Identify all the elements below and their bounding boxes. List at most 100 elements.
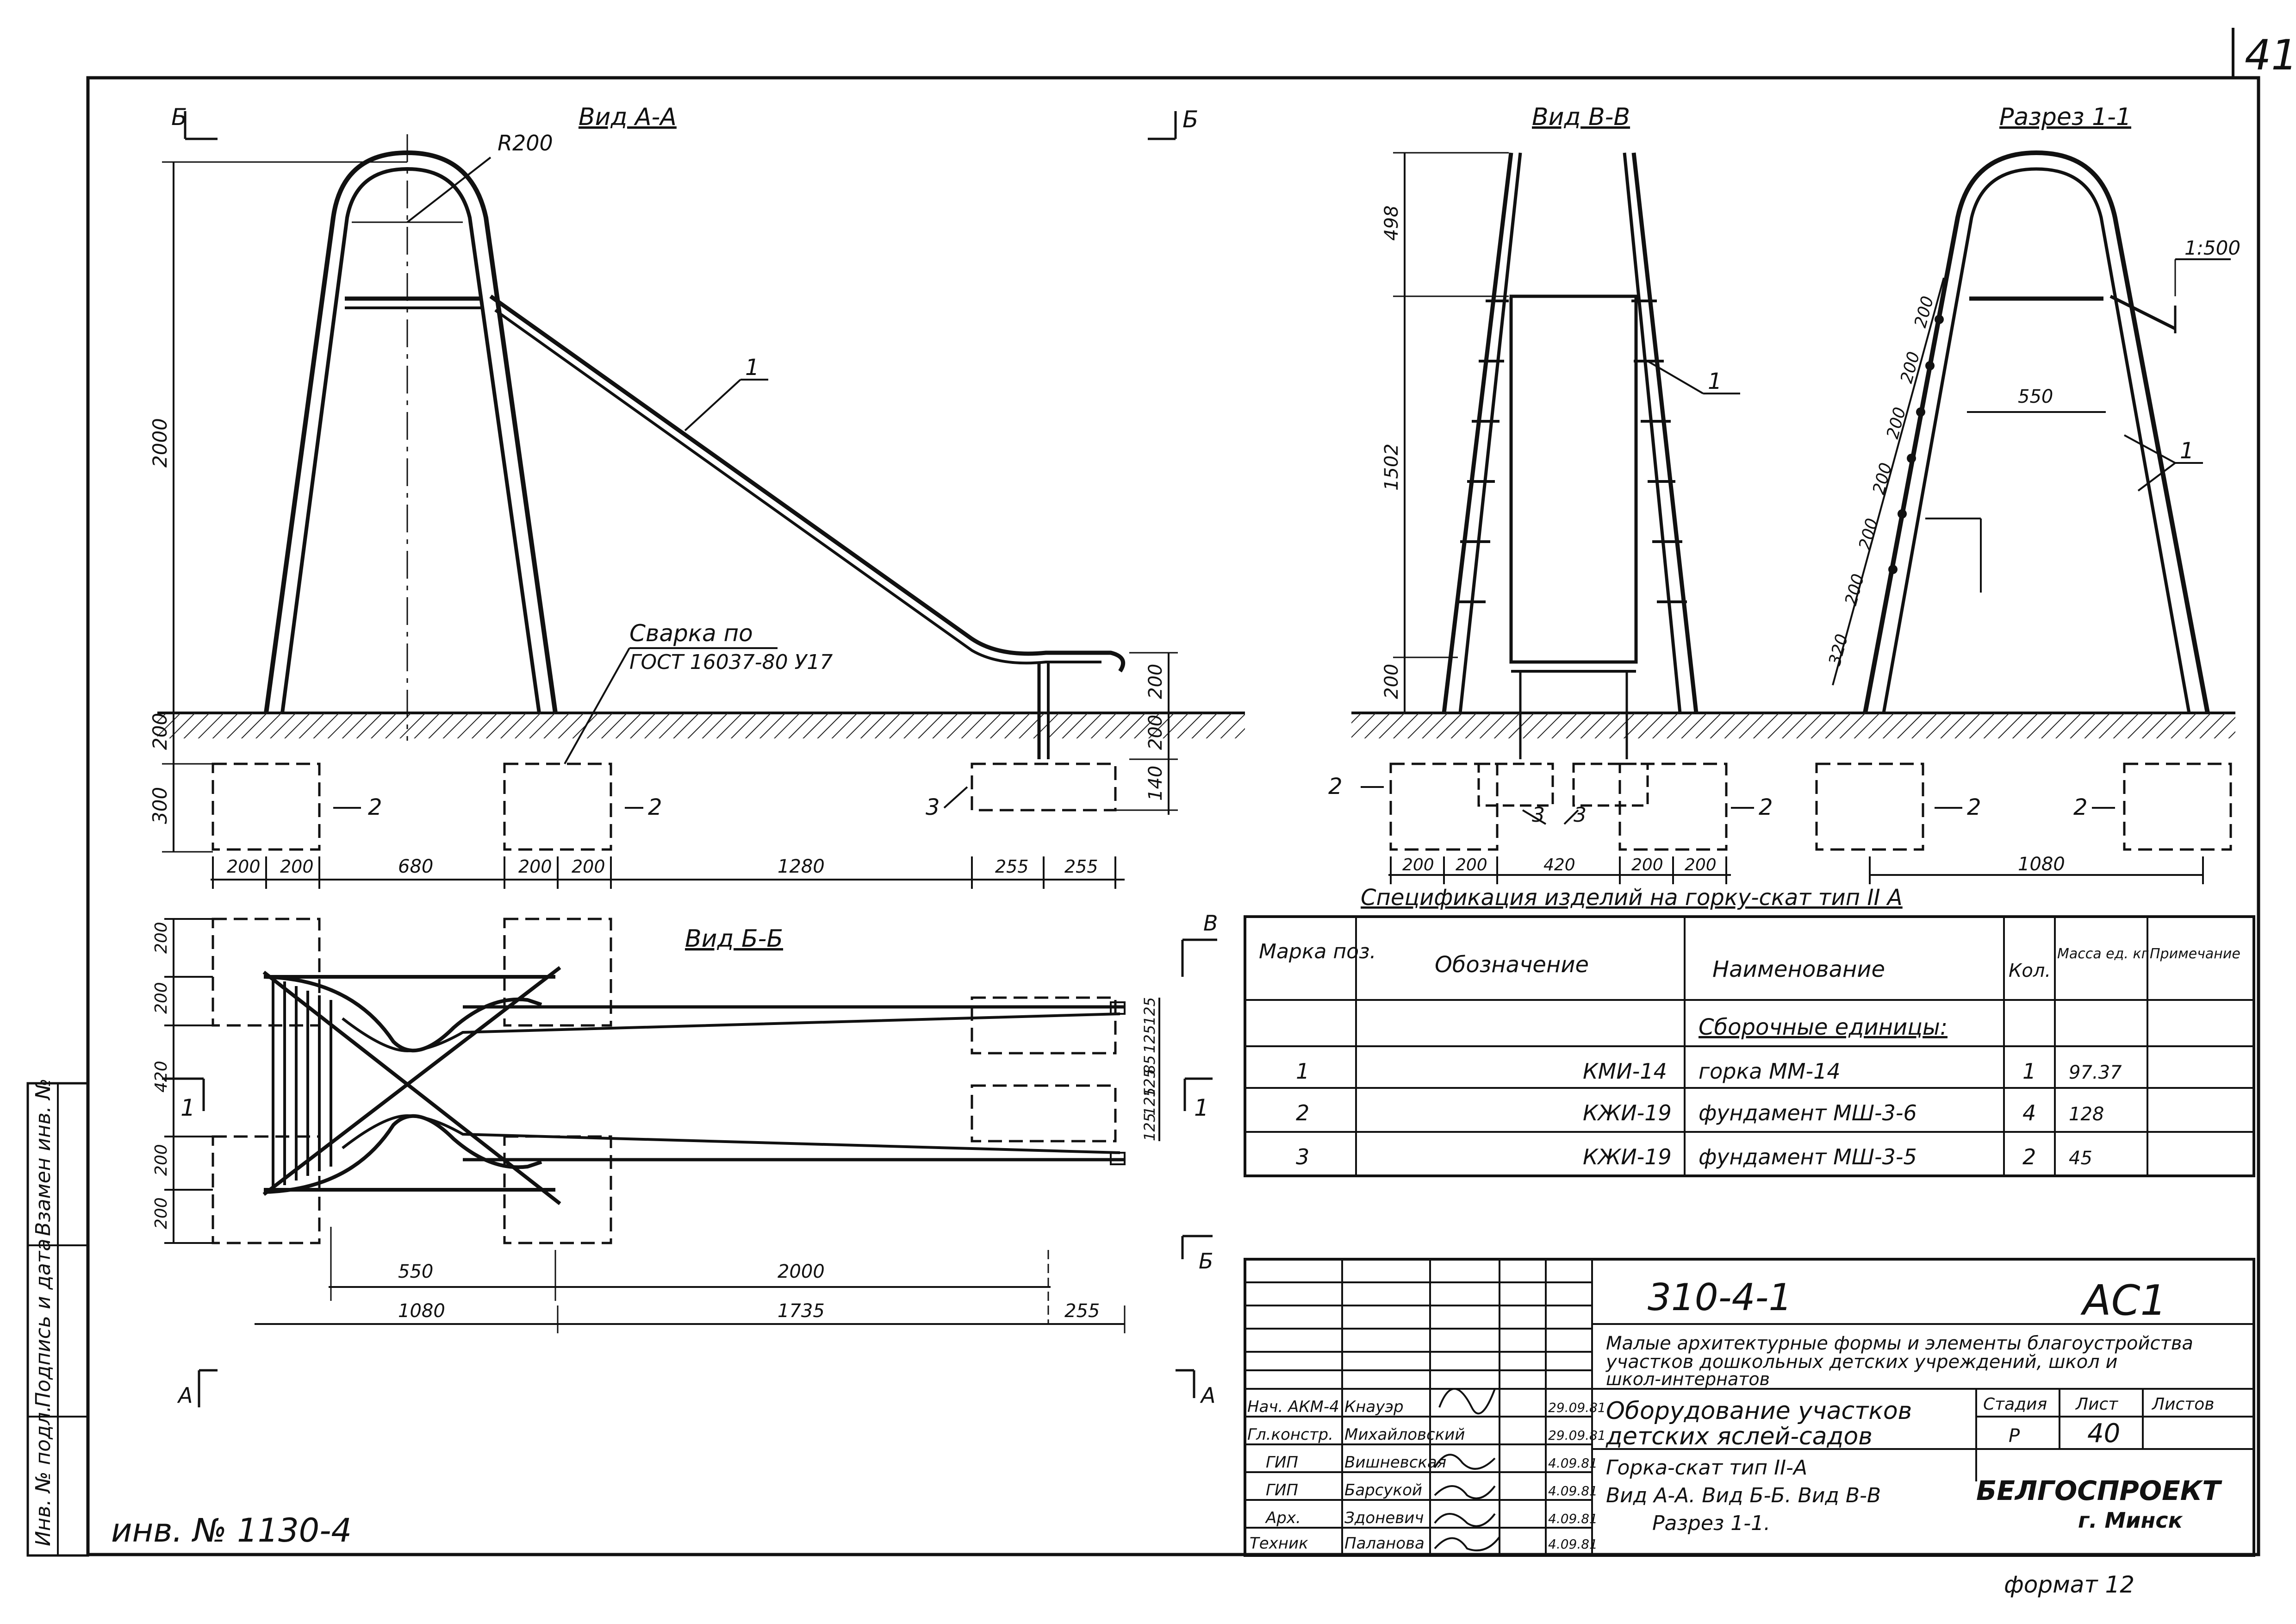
table-row: 3 КЖИ-19 фундамент МШ-3-5 2 45 bbox=[1296, 1144, 2092, 1169]
radius-label: R200 bbox=[498, 131, 553, 156]
bb-left-dim-0: 200 bbox=[152, 922, 171, 954]
person-4-name: Здоневич bbox=[1344, 1509, 1424, 1527]
dim-b6: 255 bbox=[995, 856, 1029, 877]
pos-2-label-b: 2 bbox=[648, 794, 662, 820]
vv-dim-b0: 200 bbox=[1402, 856, 1434, 874]
dim-b3: 200 bbox=[518, 856, 552, 877]
pos-3-label: 3 bbox=[926, 794, 940, 820]
vv-dim-b3: 200 bbox=[1631, 856, 1663, 874]
bb-dim-550: 550 bbox=[398, 1261, 433, 1282]
dim-height: 2000 bbox=[149, 418, 171, 468]
spec-r0-name: горка ММ-14 bbox=[1699, 1059, 1841, 1084]
spec-group: Сборочные единицы: bbox=[1699, 1014, 1948, 1040]
dim-b1: 200 bbox=[280, 856, 314, 877]
spec-r0-qty: 1 bbox=[2022, 1059, 2036, 1084]
step-dim-3: 200 bbox=[1869, 461, 1896, 496]
dim-b0: 200 bbox=[227, 856, 261, 877]
title-block: 310-4-1 АС1 Малые архитектурные формы и … bbox=[1244, 1258, 2255, 1557]
dim-ground: 200 bbox=[149, 713, 171, 750]
list-item: Техник Паланова 4.09.81 bbox=[1250, 1534, 1598, 1553]
person-2-name: Вишневская bbox=[1344, 1453, 1446, 1472]
stage-header: Стадия bbox=[1983, 1395, 2047, 1414]
spec-h-note: Примечание bbox=[2150, 946, 2240, 962]
dim-right-mid: 200 bbox=[1145, 715, 1166, 750]
bb-left-dim-3: 200 bbox=[152, 1144, 171, 1176]
spec-r1-name: фундамент МШ-3-6 bbox=[1699, 1100, 1917, 1125]
dim-b5: 1280 bbox=[778, 856, 825, 877]
spec-r2-name: фундамент МШ-3-5 bbox=[1699, 1144, 1917, 1169]
sheet-value: 40 bbox=[2087, 1418, 2120, 1449]
vv-pos-1-label: 1 bbox=[1708, 369, 1722, 394]
person-3-role: ГИП bbox=[1266, 1481, 1298, 1499]
view-vv-title: Вид В-В bbox=[1532, 103, 1630, 131]
vv-pos-2a-label: 2 bbox=[1328, 774, 1343, 800]
spec-r0-pos: 1 bbox=[1296, 1059, 1309, 1084]
bb-left-dim-2: 420 bbox=[152, 1061, 171, 1093]
person-3-date: 4.09.81 bbox=[1548, 1483, 1598, 1499]
sheet-title-line3: Разрез 1-1. bbox=[1652, 1512, 1770, 1535]
vv-pos-3a-label: 3 bbox=[1532, 803, 1545, 827]
view-bb-title: Вид Б-Б bbox=[685, 925, 783, 953]
list-item: Арх. Здоневич 4.09.81 bbox=[1265, 1509, 1598, 1527]
spec-r2-mass: 45 bbox=[2069, 1148, 2092, 1169]
spec-h-code: Обозначение bbox=[1435, 952, 1589, 978]
slide-chute bbox=[489, 294, 1126, 673]
bb-dim-2000: 2000 bbox=[778, 1261, 825, 1282]
table-row: 1 КМИ-14 горка ММ-14 1 97.37 bbox=[1296, 1059, 2122, 1084]
person-1-date: 29.09.81 bbox=[1548, 1428, 1606, 1443]
spec-r1-code: КЖИ-19 bbox=[1583, 1100, 1672, 1125]
weld-note-line2: ГОСТ 16037-80 У17 bbox=[629, 650, 833, 674]
person-2-role: ГИП bbox=[1266, 1453, 1298, 1472]
chute-face bbox=[1509, 294, 1638, 664]
org-city: г. Минск bbox=[2078, 1508, 2184, 1533]
project-line2: участков дошкольных детских учреждений, … bbox=[1605, 1351, 2117, 1373]
cut-b-mark: Б bbox=[1199, 1249, 1213, 1274]
bb-right-dim-0: 125 bbox=[1141, 997, 1158, 1025]
cut-v-mark: В bbox=[1203, 911, 1218, 936]
list-item: ГИП Вишневская 4.09.81 bbox=[1266, 1453, 1598, 1472]
sheets-header: Листов bbox=[2151, 1395, 2214, 1414]
pos-1-label: 1 bbox=[745, 355, 759, 381]
subject-line2: детских яслей-садов bbox=[1605, 1423, 1873, 1450]
step-dim-5: 200 bbox=[1842, 572, 1868, 607]
bb-right-dim-2: 85 bbox=[1141, 1055, 1158, 1074]
spec-table: Спецификация изделий на горку-скат тип I… bbox=[1244, 885, 2255, 1177]
side-label-original: Инв. № подл. bbox=[31, 1405, 55, 1546]
vv-dim-b4: 200 bbox=[1685, 856, 1717, 874]
step-dim-1: 200 bbox=[1897, 350, 1923, 385]
section-pos-1: 1 bbox=[2180, 438, 2194, 464]
spec-r0-code: КМИ-14 bbox=[1583, 1059, 1667, 1084]
vv-dim-b1: 200 bbox=[1456, 856, 1487, 874]
vv-dim-low: 200 bbox=[1381, 664, 1402, 699]
spec-h-pos: Марка поз. bbox=[1259, 940, 1376, 963]
sheet-code: АС1 bbox=[2080, 1276, 2167, 1325]
vv-dim-mid: 1502 bbox=[1381, 443, 1402, 491]
foundation-2-mid bbox=[503, 762, 612, 851]
spec-r1-qty: 4 bbox=[2022, 1100, 2036, 1125]
side-stamp: Взамен инв. № Подпись и дата Инв. № подл… bbox=[26, 1078, 89, 1557]
dim-b4: 200 bbox=[572, 856, 605, 877]
bb-dim-255: 255 bbox=[1064, 1300, 1100, 1322]
inventory-number: инв. № 1130-4 bbox=[111, 1512, 352, 1549]
section-width: 550 bbox=[2018, 386, 2053, 407]
stage-value: Р bbox=[2009, 1425, 2020, 1447]
person-1-name: Михайловский bbox=[1344, 1425, 1465, 1444]
dim-right-top: 200 bbox=[1145, 664, 1166, 699]
cut-1-left: 1 bbox=[180, 1094, 195, 1121]
bb-right-dim-5: 125 bbox=[1141, 1113, 1158, 1141]
spec-title: Спецификация изделий на горку-скат тип I… bbox=[1361, 885, 1903, 911]
foundation-3 bbox=[971, 762, 1117, 812]
sheet-header: Лист bbox=[2075, 1395, 2118, 1414]
table-row: 2 КЖИ-19 фундамент МШ-3-6 4 128 bbox=[1296, 1100, 2104, 1125]
spec-r0-mass: 97.37 bbox=[2069, 1062, 2122, 1083]
step-dim-6: 320 bbox=[1825, 632, 1852, 668]
section-pos-2a: 2 bbox=[1967, 794, 1981, 820]
bb-right-dim-3: 125 bbox=[1141, 1069, 1158, 1097]
spec-h-mass: Масса ед. кг bbox=[2057, 946, 2149, 962]
cut-a-left: А bbox=[177, 1383, 193, 1408]
project-line3: школ-интернатов bbox=[1606, 1369, 1770, 1389]
cut-a-right: А bbox=[1200, 1383, 1215, 1408]
bb-right-dim-1: 125 bbox=[1141, 1025, 1158, 1053]
weld-note-line1: Сварка по bbox=[629, 620, 753, 647]
person-0-role: Нач. АКМ-4 bbox=[1247, 1398, 1339, 1416]
